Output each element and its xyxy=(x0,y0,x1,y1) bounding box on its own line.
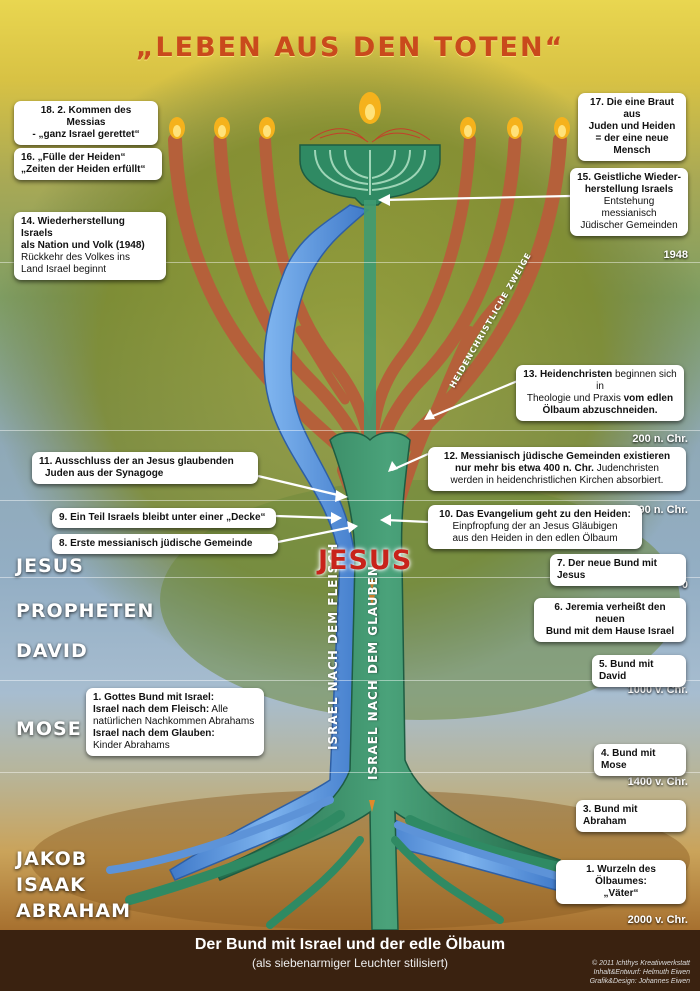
era-jesus: JESUS xyxy=(16,555,84,577)
flame-center xyxy=(359,92,381,124)
trunk-arrows xyxy=(369,580,375,812)
flame-3 xyxy=(259,117,275,139)
year-1400: 1400 v. Chr. xyxy=(627,776,688,788)
menorah-ornaments xyxy=(309,128,431,143)
era-isaak: ISAAK xyxy=(16,874,86,896)
box-12: 12. Messianisch jüdische Gemeinden exist… xyxy=(428,447,686,491)
credit-line-3: Grafik&Design: Johannes Eiwen xyxy=(589,978,690,985)
year-200: 200 n. Chr. xyxy=(632,433,688,445)
ground xyxy=(30,790,690,930)
jesus-center-label: JESUS xyxy=(318,545,413,576)
year-1948: 1948 xyxy=(663,249,688,261)
line-0 xyxy=(0,577,700,578)
box-18: 18. 2. Kommen des Messias- „ganz Israel … xyxy=(14,101,158,145)
callout-arrowheads xyxy=(331,194,435,533)
flame-5 xyxy=(460,117,476,139)
line-1000 xyxy=(0,680,700,681)
year-1000: 1000 v. Chr. xyxy=(627,684,688,696)
line-90 xyxy=(0,500,700,501)
box-9: 9. Ein Teil Israels bleibt unter einer „… xyxy=(52,508,276,528)
callout-arrows xyxy=(257,194,571,544)
menorah-arms xyxy=(314,149,426,195)
label-glauben: ISRAEL NACH DEM GLAUBEN xyxy=(366,565,380,780)
flame-6 xyxy=(507,117,523,139)
line-200 xyxy=(0,430,700,431)
poster-title: „LEBEN AUS DEN TOTEN“ xyxy=(135,32,565,63)
year-90: 90 n. Chr. xyxy=(638,504,688,516)
box-7: 7. Der neue Bund mit Jesus xyxy=(550,554,686,586)
candle-flames xyxy=(169,92,570,139)
flame-1 xyxy=(169,117,185,139)
box-4: 4. Bund mit Mose xyxy=(594,744,686,776)
era-propheten: PROPHETEN xyxy=(16,600,155,622)
flame-2 xyxy=(214,117,230,139)
year-0: 0 xyxy=(681,579,688,591)
box-11: 11. Ausschluss der an Jesus glaubenden J… xyxy=(32,452,258,484)
era-abraham: ABRAHAM xyxy=(16,900,132,922)
box-10: 10. Das Evangelium geht zu den Heiden:Ei… xyxy=(428,505,642,549)
era-david: DAVID xyxy=(16,640,88,662)
box-5: 5. Bund mit David xyxy=(592,655,686,687)
box-13: 13. Heidenchristen beginnen sich in Theo… xyxy=(516,365,684,421)
box-16: 16. „Fülle der Heiden“„Zeiten der Heiden… xyxy=(14,148,162,180)
box-8: 8. Erste messianisch jüdische Gemeinde xyxy=(52,534,278,554)
credit-line-1: © 2011 Ichthys Kreativwerkstatt xyxy=(591,960,690,967)
footer-title: Der Bund mit Israel und der edle Ölbaum xyxy=(194,936,506,953)
box-3: 3. Bund mit Abraham xyxy=(576,800,686,832)
flame-7 xyxy=(554,117,570,139)
line-1400 xyxy=(0,772,700,773)
box-15: 15. Geistliche Wieder-herstellung Israel… xyxy=(570,168,688,236)
line-1948 xyxy=(0,262,700,263)
footer-subtitle: (als siebenarmiger Leuchter stilisiert) xyxy=(251,956,449,970)
era-jakob: JAKOB xyxy=(16,848,88,870)
box-1-bund: 1. Gottes Bund mit Israel: Israel nach d… xyxy=(86,688,264,756)
footer-bar xyxy=(0,930,700,991)
box-1-wurzeln: 1. Wurzeln des Ölbaumes:„Väter“ xyxy=(556,860,686,904)
credit-line-2: Inhalt&Entwurf: Helmuth Eiwen xyxy=(593,969,691,976)
glauben-stem xyxy=(364,200,376,450)
era-mose: MOSE xyxy=(16,718,82,740)
year-2000: 2000 v. Chr. xyxy=(627,914,688,926)
